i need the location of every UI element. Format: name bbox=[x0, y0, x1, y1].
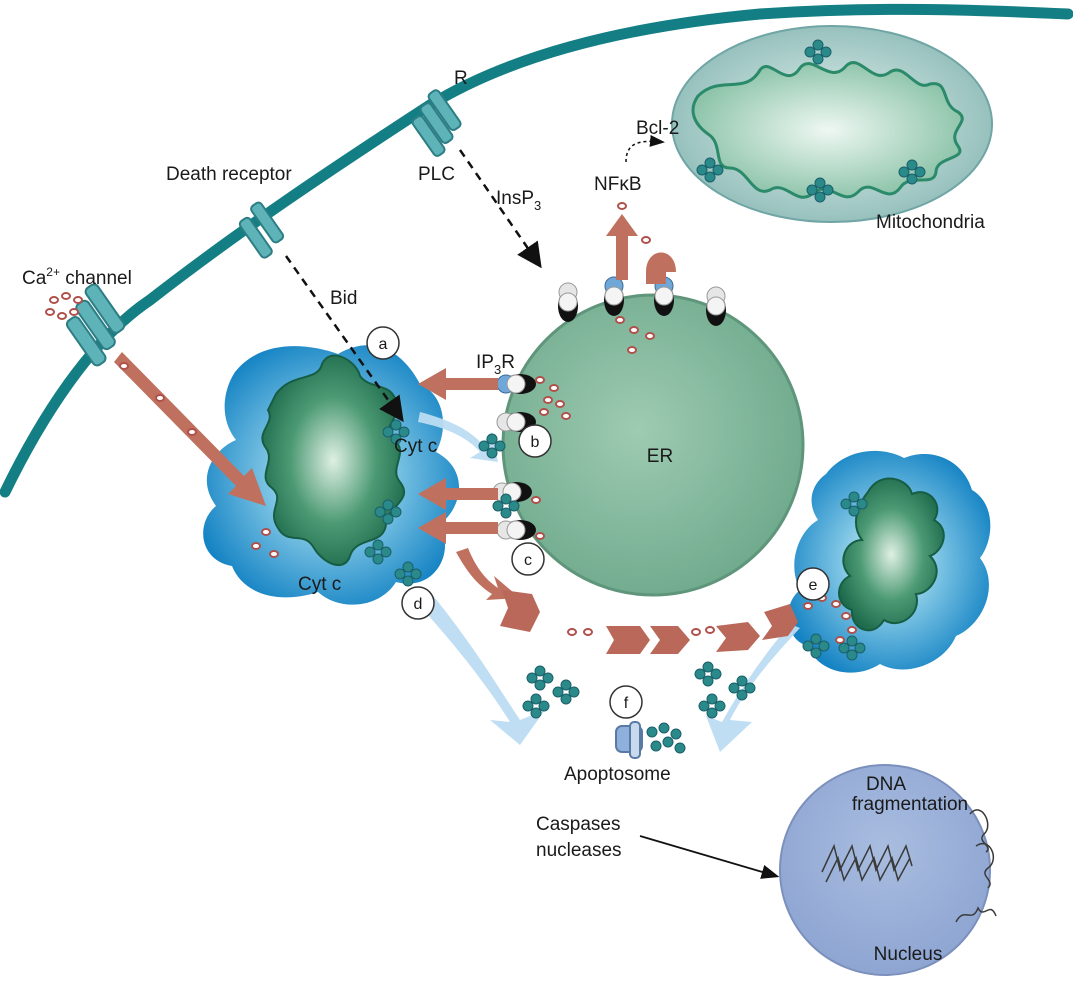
step-marker-f: f bbox=[609, 685, 643, 719]
label-caspases-line2: nucleases bbox=[536, 840, 622, 861]
death-receptor bbox=[238, 201, 285, 259]
mitochondrion-right bbox=[788, 450, 991, 673]
calcium-wave bbox=[500, 590, 798, 654]
step-marker-a: a bbox=[366, 326, 400, 360]
calcium-ions bbox=[119, 202, 857, 644]
svg-text:b: b bbox=[531, 434, 540, 451]
label-insp3: InsP3 bbox=[496, 188, 541, 213]
step-marker-d: d bbox=[401, 586, 435, 620]
bcl2-dotted-arrow bbox=[625, 134, 665, 163]
step-marker-b: b bbox=[518, 424, 552, 458]
label-caspases-line1: Caspases bbox=[536, 814, 621, 835]
label-bid: Bid bbox=[330, 288, 357, 309]
svg-text:e: e bbox=[809, 577, 818, 594]
step-marker-e: e bbox=[796, 567, 830, 601]
label-apoptosome: Apoptosome bbox=[564, 764, 671, 785]
svg-text:f: f bbox=[624, 695, 629, 712]
dna-fragments bbox=[821, 809, 997, 923]
label-cyt-c-top: Cyt c bbox=[394, 436, 437, 457]
label-dna-line1: DNA bbox=[866, 774, 906, 795]
step-markers: a b c d e f bbox=[366, 326, 830, 719]
label-dna-line2: fragmentation bbox=[852, 794, 968, 815]
mitochondria-far bbox=[671, 25, 993, 223]
label-bcl2: Bcl-2 bbox=[636, 118, 679, 139]
step-marker-c: c bbox=[511, 542, 545, 576]
caspase-arrow bbox=[639, 835, 780, 879]
label-cyt-c-bottom: Cyt c bbox=[298, 574, 341, 595]
label-r: R bbox=[454, 68, 468, 89]
mitochondrion-main bbox=[203, 345, 460, 605]
calcium-channel bbox=[65, 283, 126, 367]
cytochrome-c-clusters bbox=[364, 39, 926, 719]
calcium-ions-extracellular bbox=[45, 292, 83, 320]
svg-text:c: c bbox=[524, 552, 532, 569]
apoptosome bbox=[615, 721, 686, 759]
label-nfkb: NFκB bbox=[594, 174, 642, 195]
label-nucleus: Nucleus bbox=[874, 944, 943, 965]
cytochrome-release-arrows bbox=[418, 412, 800, 752]
label-ca-channel: Ca2+ channel bbox=[22, 265, 132, 289]
label-mitochondria: Mitochondria bbox=[876, 212, 985, 233]
bid-dashed-arrow bbox=[284, 255, 404, 423]
nucleus bbox=[779, 764, 997, 976]
receptor-r bbox=[411, 89, 462, 157]
label-plc: PLC bbox=[418, 164, 455, 185]
svg-text:d: d bbox=[414, 596, 423, 613]
label-ip3r: IP3R bbox=[476, 352, 515, 377]
label-death-receptor: Death receptor bbox=[166, 164, 292, 185]
label-er: ER bbox=[647, 446, 673, 467]
svg-text:a: a bbox=[379, 336, 388, 353]
